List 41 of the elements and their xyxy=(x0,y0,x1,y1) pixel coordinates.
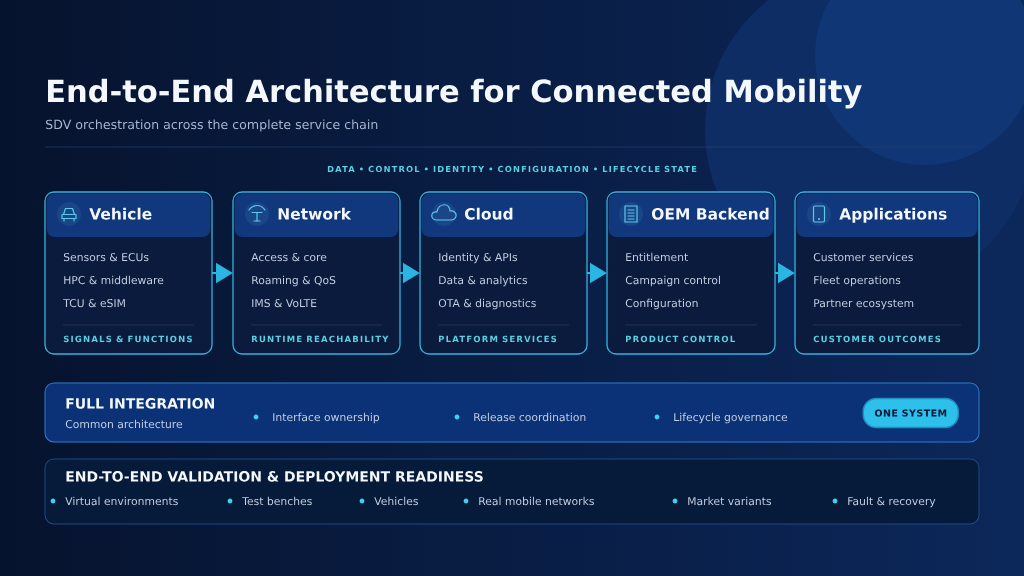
card-title: Network xyxy=(278,207,352,220)
list-item: Partner ecosystem xyxy=(814,299,914,310)
list-item: Configuration xyxy=(625,298,698,310)
list-item: Access & core xyxy=(251,253,327,262)
list-item: Test benches xyxy=(242,496,312,506)
tagline: DATA • CONTROL • IDENTITY • CONFIGURATION • LIFECYCLE STATE xyxy=(327,165,697,173)
list-item: Interface ownership xyxy=(273,412,380,424)
card-footer: CUSTOMER OUTCOMES xyxy=(813,335,941,343)
subtitle: SDV orchestration across the complete service chain xyxy=(46,119,378,132)
band-subheading: Common architecture xyxy=(65,419,183,429)
list-item: HPC & middleware xyxy=(64,275,164,285)
list-item: Real mobile networks xyxy=(479,496,594,506)
card-title: Applications xyxy=(839,207,947,223)
list-item: Campaign control xyxy=(625,275,720,287)
card-footer: RUNTIME REACHABILITY xyxy=(252,335,389,343)
list-item: Sensors & ECUs xyxy=(63,253,149,262)
list-item: Release coordination xyxy=(474,412,586,422)
band-heading: FULL INTEGRATION xyxy=(66,398,214,409)
list-item: Virtual environments xyxy=(65,496,178,506)
card-footer: SIGNALS & FUNCTIONS xyxy=(63,335,192,343)
pill-badge: ONE SYSTEM xyxy=(862,397,959,429)
card-title: Vehicle xyxy=(89,207,152,220)
list-item: Customer services xyxy=(813,252,913,262)
page-title: End-to-End Architecture for Connected Mobility xyxy=(48,78,862,109)
card-footer: PRODUCT CONTROL xyxy=(626,335,735,343)
card-title: OEM Backend xyxy=(652,207,769,220)
list-item: Identity & APIs xyxy=(439,252,518,264)
list-item: Fleet operations xyxy=(814,275,901,287)
list-item: Vehicles xyxy=(374,496,418,506)
list-item: Entitlement xyxy=(626,252,688,262)
card-title: Cloud xyxy=(465,207,513,220)
list-item: Market variants xyxy=(688,496,771,506)
list-item: IMS & VoLTE xyxy=(252,299,317,308)
card-footer: PLATFORM SERVICES xyxy=(439,335,557,343)
list-item: TCU & eSIM xyxy=(63,299,125,308)
list-item: OTA & diagnostics xyxy=(438,298,536,310)
list-item: Data & analytics xyxy=(439,275,528,287)
band-heading: END-TO-END VALIDATION & DEPLOYMENT READINESS xyxy=(66,471,483,482)
list-item: Fault & recovery xyxy=(848,496,936,508)
list-item: Lifecycle governance xyxy=(674,412,788,424)
list-item: Roaming & QoS xyxy=(252,275,336,287)
